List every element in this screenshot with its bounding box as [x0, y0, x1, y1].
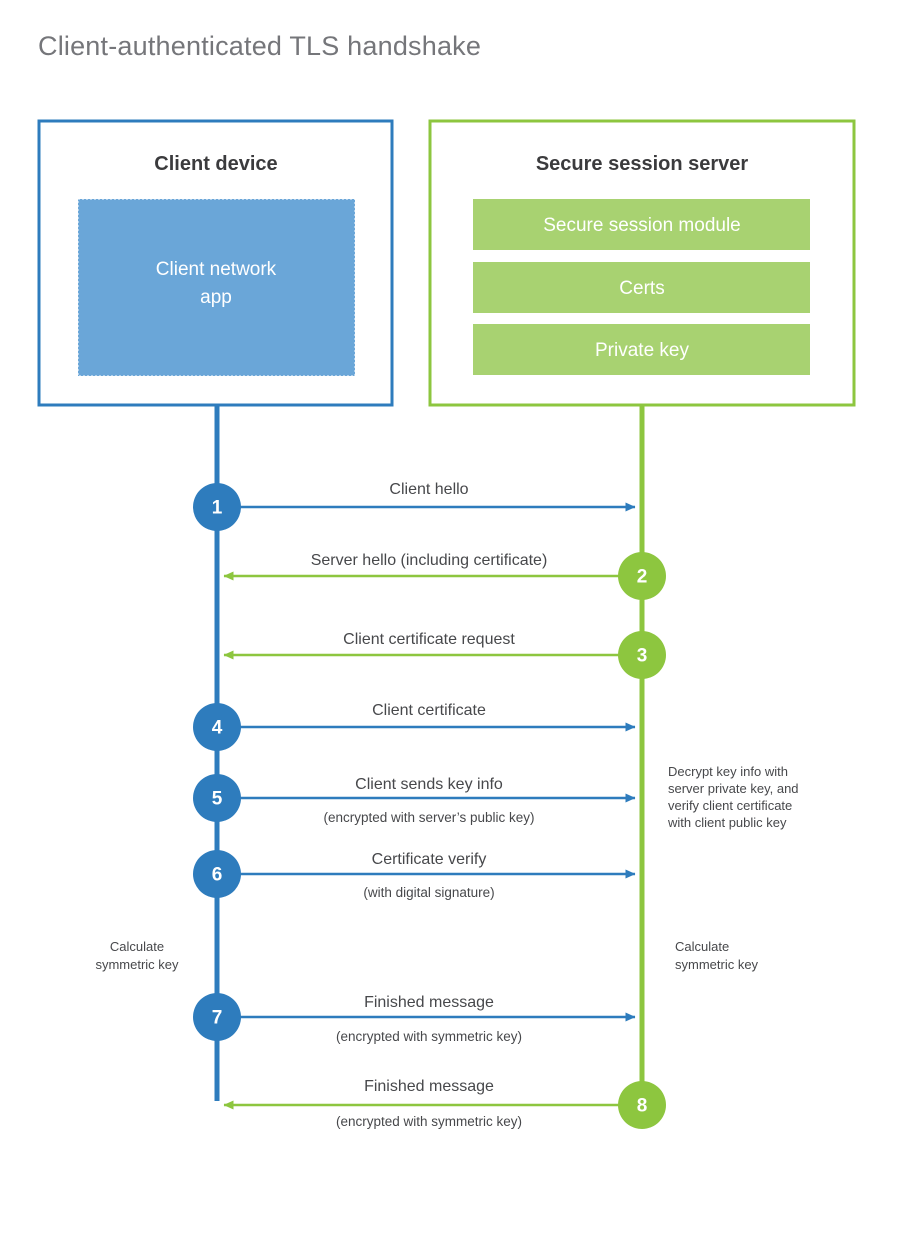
step-6-number: 6 [212, 865, 223, 886]
step-7-group: Finished message (encrypted with symmetr… [193, 993, 636, 1044]
step-7-marker [193, 993, 241, 1041]
step-2-label: Server hello (including certificate) [311, 552, 548, 569]
step-3-marker [618, 631, 666, 679]
step-7-label: Finished message [364, 994, 494, 1011]
page-title: Client-authenticated TLS handshake [38, 31, 481, 61]
step-4-group: Client certificate 4 [193, 702, 636, 751]
step-5-marker [193, 774, 241, 822]
server-module-label-2: Private key [595, 340, 689, 361]
client-network-app-label-line1: Client network [156, 259, 277, 280]
server-module-label-1: Certs [619, 278, 664, 299]
step-1-group: Client hello 1 [193, 481, 636, 531]
step-5-sublabel: (encrypted with server’s public key) [323, 810, 534, 825]
server-calc-line-1: symmetric key [675, 957, 759, 972]
server-decrypt-annotation: Decrypt key info with server private key… [667, 764, 799, 830]
step-3-label: Client certificate request [343, 631, 515, 648]
server-decrypt-line-1: server private key, and [668, 781, 799, 796]
step-6-label: Certificate verify [372, 851, 487, 868]
server-module-block-1 [473, 262, 810, 313]
step-6-marker [193, 850, 241, 898]
step-8-marker [618, 1081, 666, 1129]
step-6-group: Certificate verify (with digital signatu… [193, 850, 636, 900]
step-8-group: Finished message (encrypted with symmetr… [223, 1078, 666, 1129]
step-4-number: 4 [212, 718, 223, 739]
step-5-group: Client sends key info (encrypted with se… [193, 774, 636, 825]
step-2-marker [618, 552, 666, 600]
step-1-number: 1 [212, 498, 223, 519]
client-calc-line-0: Calculate [110, 939, 164, 954]
step-3-number: 3 [637, 646, 648, 667]
server-calculate-symmetric-key-annotation: Calculate symmetric key [675, 939, 759, 972]
step-7-sublabel: (encrypted with symmetric key) [336, 1029, 522, 1044]
server-decrypt-line-3: with client public key [667, 815, 787, 830]
step-7-number: 7 [212, 1008, 223, 1029]
server-module-block-2 [473, 324, 810, 375]
client-calculate-symmetric-key-annotation: Calculate symmetric key [95, 939, 179, 972]
step-2-number: 2 [637, 567, 648, 588]
client-network-app-block [77, 198, 356, 377]
step-8-label: Finished message [364, 1078, 494, 1095]
client-device-panel: Client device Client network app [37, 119, 394, 407]
client-panel-title: Client device [154, 153, 277, 175]
step-6-sublabel: (with digital signature) [363, 885, 494, 900]
step-4-marker [193, 703, 241, 751]
client-network-app-label-line2: app [200, 287, 232, 308]
step-5-number: 5 [212, 789, 223, 810]
server-decrypt-line-2: verify client certificate [668, 798, 792, 813]
step-4-label: Client certificate [372, 702, 486, 719]
client-calc-line-1: symmetric key [95, 957, 179, 972]
step-8-number: 8 [637, 1096, 648, 1117]
step-2-group: Server hello (including certificate) 2 [223, 552, 666, 600]
step-1-label: Client hello [389, 481, 468, 498]
step-3-group: Client certificate request 3 [223, 631, 666, 679]
server-decrypt-line-0: Decrypt key info with [668, 764, 788, 779]
server-module-block-0 [473, 199, 810, 250]
step-5-label: Client sends key info [355, 776, 503, 793]
step-8-sublabel: (encrypted with symmetric key) [336, 1114, 522, 1129]
step-1-marker [193, 483, 241, 531]
server-panel-title: Secure session server [536, 153, 749, 175]
secure-session-server-panel: Secure session server Secure session mod… [428, 119, 856, 407]
server-module-label-0: Secure session module [543, 215, 741, 236]
server-calc-line-0: Calculate [675, 939, 729, 954]
